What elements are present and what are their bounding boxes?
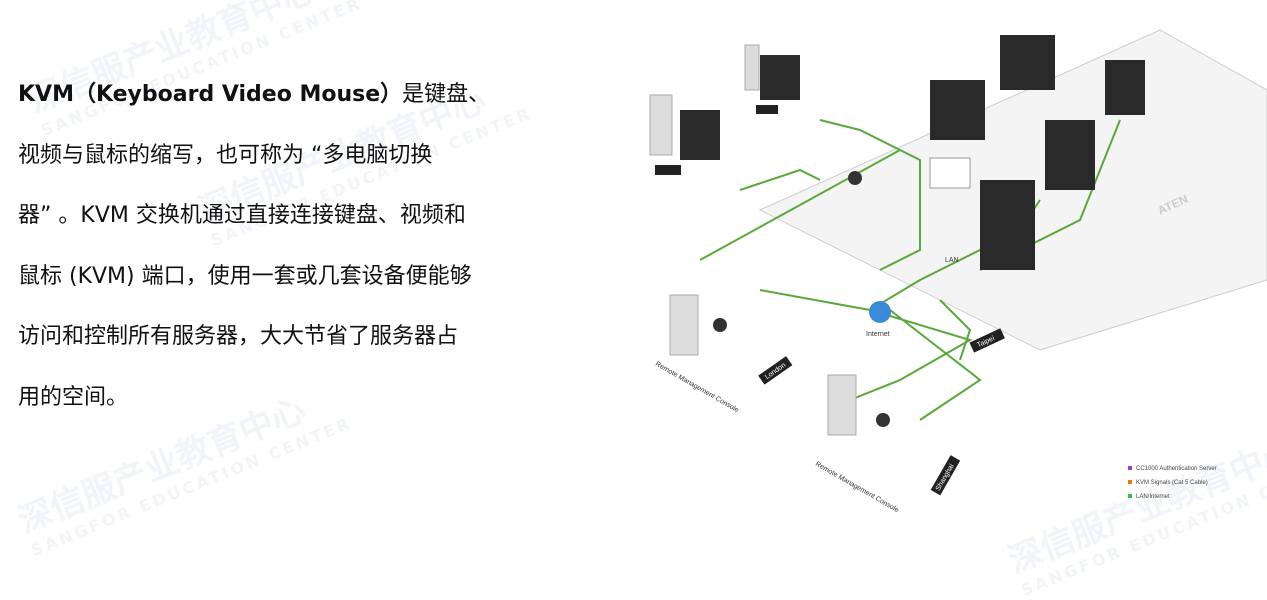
server-rack	[1045, 120, 1095, 190]
description-line: 鼠标 (KVM) 端口，使用一套或几套设备便能够	[18, 263, 472, 289]
description-line: 访问和控制所有服务器，大大节省了服务器占	[18, 324, 459, 349]
internet-globe-icon	[869, 301, 891, 323]
console-label: Remote Management Console	[814, 461, 900, 515]
city-tags: Taipei London Shanghai	[655, 105, 1005, 496]
svg-text:KVM Signals (Cat 5 Cable): KVM Signals (Cat 5 Cable)	[1136, 480, 1208, 486]
server-rack	[1000, 35, 1055, 90]
server-rack	[980, 180, 1035, 270]
description-line: 器” 。KVM 交换机通过直接连接键盘、视频和	[18, 203, 466, 228]
auth-server-card	[929, 157, 971, 189]
lan-label: LAN	[945, 257, 959, 264]
legend: CC1000 Authentication Server KVM Signals…	[1128, 466, 1217, 500]
network-lines	[699, 119, 1121, 421]
server-rack	[1105, 60, 1145, 115]
description-line: 视频与鼠标的缩写，也可称为 “多电脑切换	[18, 142, 433, 168]
description-line: 用的空间。	[18, 384, 129, 410]
internet-label: Internet	[866, 331, 890, 338]
operator-icon	[848, 171, 862, 185]
operator-icon	[876, 413, 890, 427]
server-rack	[680, 110, 720, 160]
kvm-network-diagram: Internet LAN Taipei London Shanghai Remo…	[649, 29, 1267, 515]
server-rack	[760, 55, 800, 100]
description-line: KVM（Keyboard Video Mouse）是键盘、	[18, 82, 491, 107]
server-racks	[680, 35, 1145, 270]
kvm-description: KVM（Keyboard Video Mouse）是键盘、 视频与鼠标的缩写，也…	[18, 76, 558, 439]
console-label: Remote Management Console	[654, 361, 740, 415]
buildings	[649, 44, 857, 436]
svg-text:CC1000 Authentication Server: CC1000 Authentication Server	[1136, 466, 1217, 472]
server-rack	[930, 80, 985, 140]
svg-text:LAN/Internet: LAN/Internet	[1136, 494, 1170, 500]
operator-icon	[713, 318, 727, 332]
